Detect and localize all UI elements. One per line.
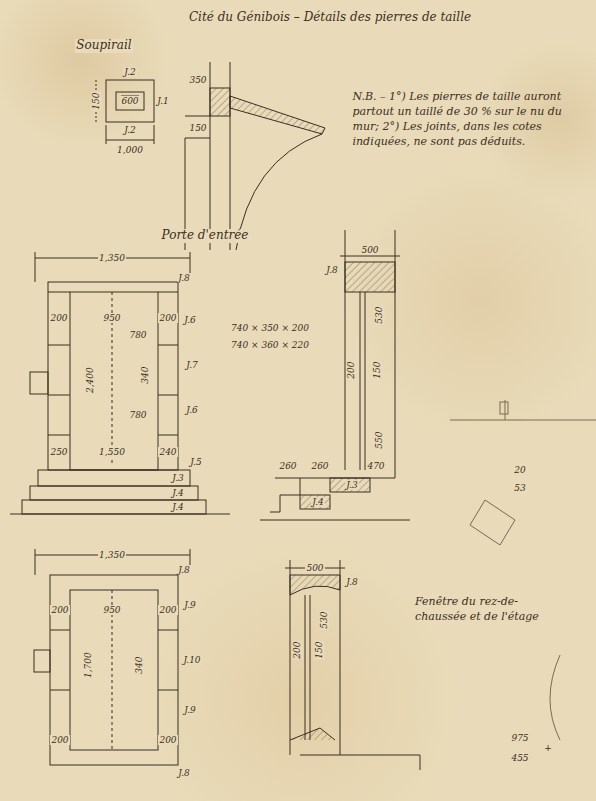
dimension-label: 260 bbox=[278, 461, 297, 471]
note-text: N.B. – 1°) Les pierres de taille auront … bbox=[352, 90, 569, 149]
door-elevation bbox=[10, 252, 230, 514]
dimension-label: + bbox=[543, 743, 553, 753]
dimension-label: 1,700 bbox=[83, 651, 93, 679]
soupirail-plan bbox=[96, 80, 154, 144]
dimension-label: J.8 bbox=[177, 565, 191, 575]
dimension-label: J.2 bbox=[123, 125, 137, 135]
soupirail-section bbox=[185, 62, 325, 250]
dimension-label: J.1 bbox=[156, 96, 170, 106]
dimension-label: 455 bbox=[510, 753, 529, 763]
dimension-label: 550 bbox=[375, 430, 385, 449]
dimension-label: 1,350 bbox=[98, 253, 126, 263]
dimension-label: 20 bbox=[513, 465, 526, 475]
dimension-label: J.8 bbox=[345, 577, 359, 587]
dimension-label: J.9 bbox=[183, 600, 197, 610]
dimension-label: 240 bbox=[158, 447, 177, 457]
dimension-label: 150 bbox=[373, 360, 383, 379]
dimension-label: 2,400 bbox=[85, 366, 95, 394]
dimension-label: J.6 bbox=[185, 405, 199, 415]
dimension-label: 470 bbox=[366, 461, 385, 471]
dimension-label: J.10 bbox=[182, 655, 201, 665]
dimension-label: J.4 bbox=[171, 488, 185, 498]
dimension-label: J.3 bbox=[345, 480, 359, 490]
dimension-label: 780 bbox=[128, 330, 147, 340]
dimension-label: 530 bbox=[375, 305, 385, 324]
dimension-label: 200 bbox=[158, 313, 177, 323]
dimension-label: J.8 bbox=[177, 768, 191, 778]
dimension-label: 740 × 360 × 220 bbox=[230, 340, 310, 350]
dimension-label: 975 bbox=[510, 733, 529, 743]
dimension-label: J.6 bbox=[183, 315, 197, 325]
dimension-label: 500 bbox=[360, 245, 379, 255]
dimension-label: 200 bbox=[158, 735, 177, 745]
dimension-label: 200 bbox=[158, 605, 177, 615]
dimension-label: J.9 bbox=[183, 705, 197, 715]
dimension-label: 150 bbox=[92, 91, 102, 110]
dimension-label: 950 bbox=[102, 313, 121, 323]
dimension-label: 600 bbox=[120, 96, 139, 106]
dimension-label: J.4 bbox=[171, 502, 185, 512]
dimension-label: J.7 bbox=[185, 360, 199, 370]
dimension-label: 150 bbox=[188, 123, 207, 133]
door-section bbox=[260, 230, 410, 520]
dimension-label: 1,550 bbox=[98, 447, 126, 457]
dimension-label: Porte d'entrée bbox=[161, 229, 250, 243]
window-section bbox=[285, 560, 420, 770]
dimension-label: 260 bbox=[310, 461, 329, 471]
window-elevation bbox=[34, 549, 190, 765]
note-text: Fenêtre du rez-de-chaussée et de l'étage bbox=[414, 595, 566, 625]
dimension-label: 53 bbox=[513, 483, 526, 493]
dimension-label: 200 bbox=[50, 605, 69, 615]
dimension-label: 340 bbox=[135, 655, 145, 674]
dimension-label: 740 × 350 × 200 bbox=[230, 323, 310, 333]
drawing-title: Cité du Génibois – Détails des pierres d… bbox=[189, 10, 471, 24]
dimension-label: J.8 bbox=[177, 273, 191, 283]
dimension-label: 1,350 bbox=[98, 550, 126, 560]
dimension-label: 500 bbox=[305, 563, 324, 573]
dimension-label: 150 bbox=[315, 640, 325, 659]
dimension-label: J.5 bbox=[189, 457, 203, 467]
dimension-label: 350 bbox=[188, 75, 207, 85]
dimension-label: 950 bbox=[102, 605, 121, 615]
dimension-label: 200 bbox=[293, 640, 303, 659]
dimension-label: J.8 bbox=[325, 265, 339, 275]
dimension-label: 200 bbox=[49, 313, 68, 323]
dimension-label: 200 bbox=[347, 360, 357, 379]
dimension-label: 530 bbox=[320, 610, 330, 629]
dimension-label: J.2 bbox=[123, 67, 137, 77]
dimension-label: J.4 bbox=[311, 497, 325, 507]
dimension-label: 200 bbox=[50, 735, 69, 745]
dimension-label: Soupirail bbox=[75, 39, 132, 53]
dimension-label: 340 bbox=[141, 365, 151, 384]
dimension-label: J.3 bbox=[171, 473, 185, 483]
margin-sketch bbox=[450, 400, 596, 740]
dimension-label: 1,000 bbox=[116, 145, 144, 155]
dimension-label: 250 bbox=[49, 447, 68, 457]
dimension-label: 780 bbox=[128, 410, 147, 420]
